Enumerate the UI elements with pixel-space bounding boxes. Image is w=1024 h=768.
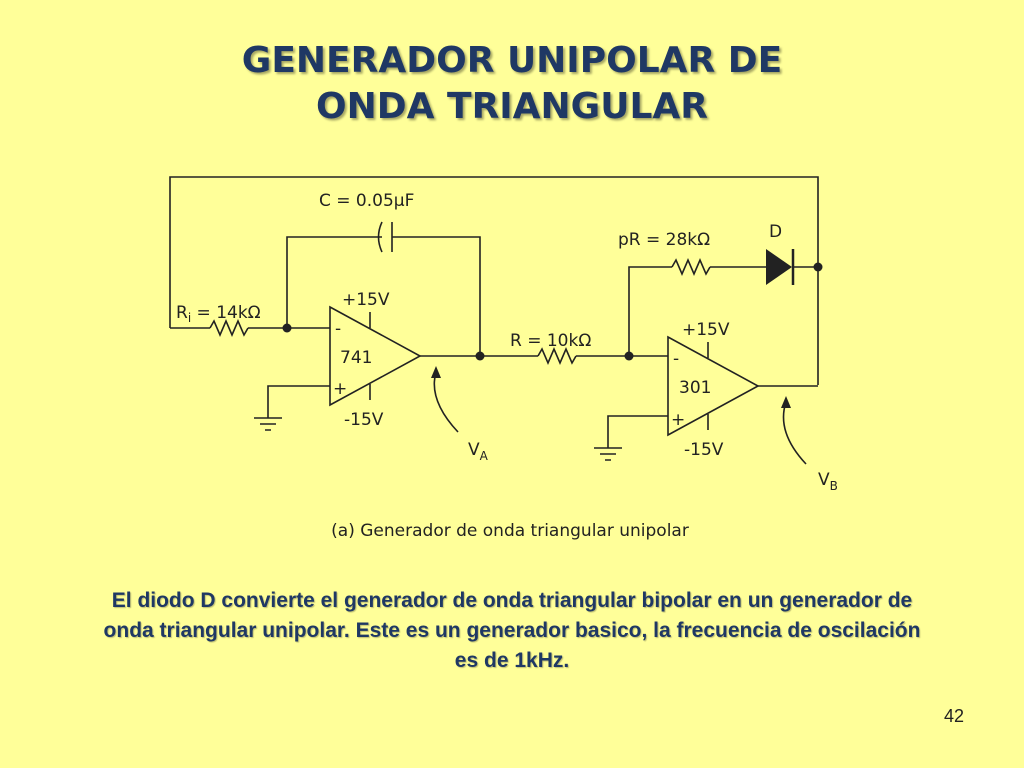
slide-title-line-1: GENERADOR UNIPOLAR DE [241,40,783,81]
opamp-301-vpos-label: +15V [682,320,730,340]
slide-title-line-2: ONDA TRIANGULAR [316,86,708,127]
ri-label: Ri = 14kΩ [176,303,261,325]
opamp-301 [667,335,760,437]
vb-arrowhead-icon [781,396,791,408]
ri-resistor [209,318,249,338]
page-number: 42 [943,706,964,726]
vb-label-main: V [818,470,830,490]
pr-left-wire [628,266,672,356]
opamp-741-vneg-label: -15V [344,410,384,430]
r-label: R = 10kΩ [510,331,591,351]
diagram-caption: (a) Generador de onda triangular unipola… [331,521,689,541]
pr-label: pR = 28kΩ [618,230,710,250]
node-diode-output [813,262,823,272]
va-arrowhead-icon [431,366,441,378]
feedback-wire [169,176,819,385]
cap-right-wire [392,236,481,356]
cap-left-wire [286,236,382,328]
description-text: El diodo D convierte el generador de ond… [103,589,921,672]
va-label: VA [468,440,489,463]
capacitor-label: C = 0.05μF [319,191,414,211]
opamp-301-name: 301 [679,378,711,398]
ri-label-sub: i [188,311,191,325]
ri-label-value: = 14kΩ [191,303,261,323]
ri-label-main: R [176,303,188,323]
pr-resistor [671,257,711,277]
opamp-741 [329,305,422,407]
opamp-301-plus-wire [607,415,668,448]
va-label-sub: A [480,449,489,463]
va-label-main: V [468,440,480,460]
capacitor-curved-plate [377,221,383,253]
opamp-301-vneg-label: -15V [684,440,724,460]
ground-icon [254,417,282,431]
opamp-741-name: 741 [340,348,372,368]
opamp-741-vpos-label: +15V [342,290,390,310]
ground-icon-2 [594,447,622,461]
diode-label: D [769,222,782,242]
opamp-741-plus-label: + [333,379,347,399]
diode-icon [766,249,795,285]
opamp-741-plus-wire [267,385,330,418]
opamp-741-minus-label: - [335,319,341,339]
opamp-301-plus-label: + [671,410,685,430]
node-va [475,351,485,361]
va-pointer [433,371,459,433]
slide-title: GENERADOR UNIPOLAR DE ONDA TRIANGULAR [0,38,1024,130]
opamp-301-minus-label: - [673,349,679,369]
vb-pointer [782,401,807,465]
vb-label-sub: B [830,479,838,493]
r-resistor [537,346,577,366]
vb-label: VB [818,470,838,493]
